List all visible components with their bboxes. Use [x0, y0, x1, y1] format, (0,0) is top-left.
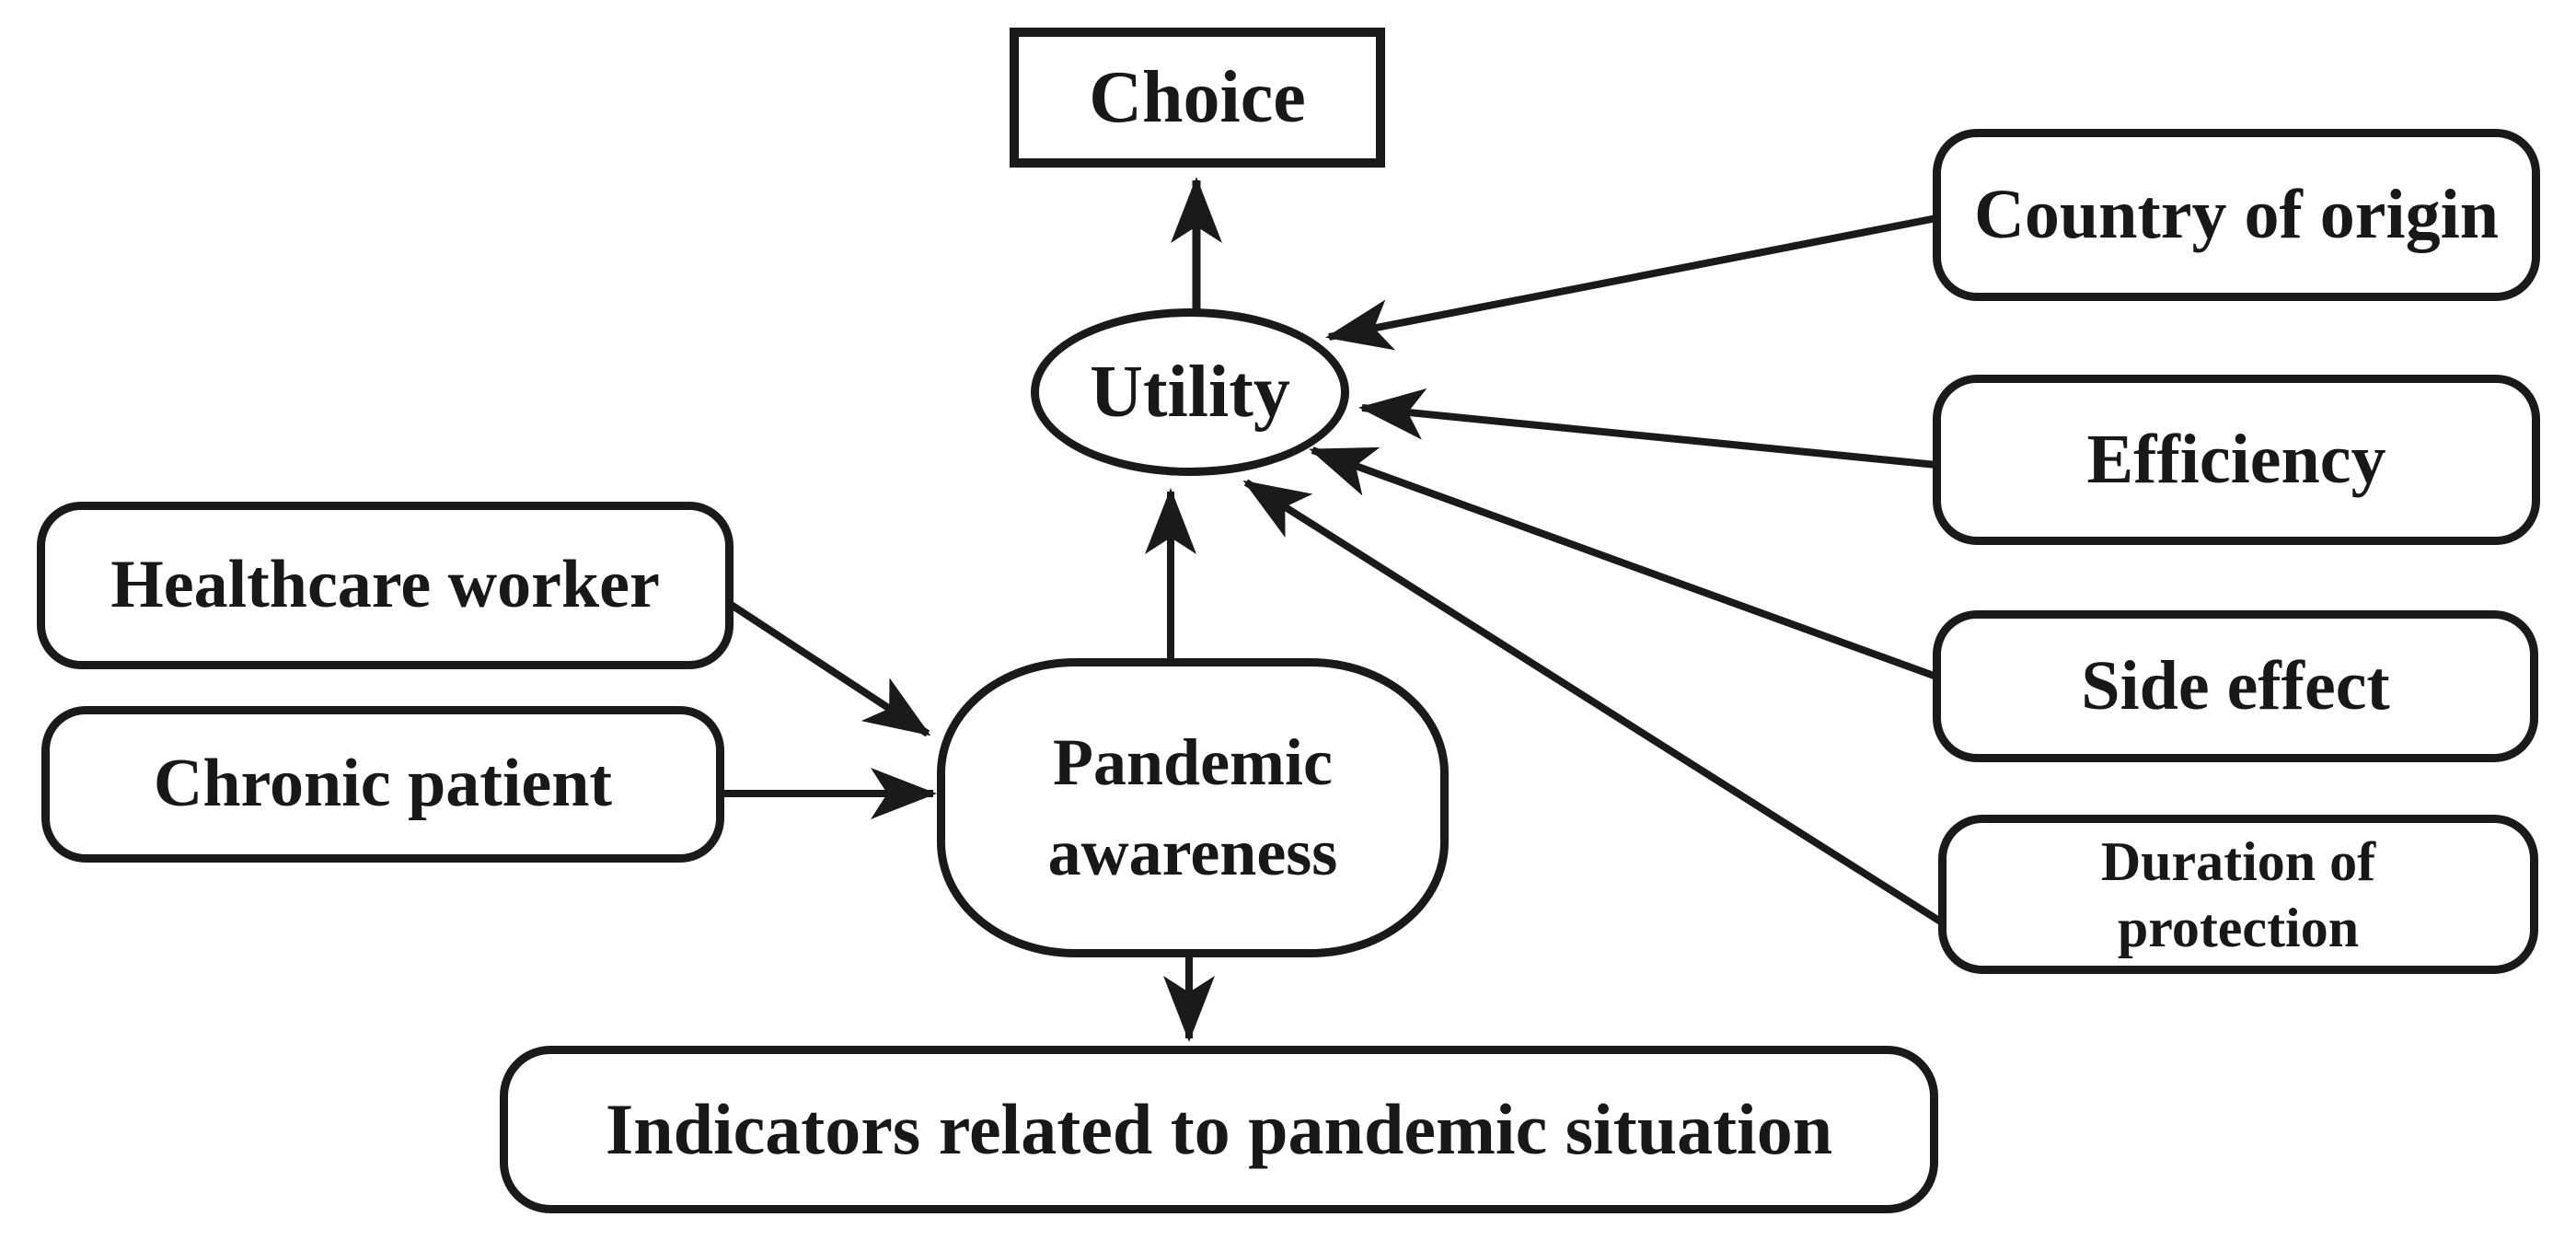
edge-healthcare-worker-to-pandemic-awareness	[727, 600, 931, 737]
node-indicators-label: Indicators related to pandemic situation	[605, 1089, 1833, 1170]
node-efficiency: Efficiency	[1933, 375, 2540, 545]
node-duration-of-protection: Duration of protection	[1938, 815, 2538, 974]
edge-efficiency-to-utility	[1358, 388, 1937, 469]
edge-side-effect-to-utility	[1309, 446, 1938, 680]
node-efficiency-label: Efficiency	[2086, 420, 2386, 498]
node-country-of-origin-label: Country of origin	[1974, 175, 2499, 253]
node-choice-label: Choice	[1089, 57, 1306, 138]
node-indicators: Indicators related to pandemic situation	[500, 1046, 1938, 1213]
node-pandemic-line-1: Pandemic	[1053, 725, 1333, 800]
node-chronic-patient-label: Chronic patient	[153, 746, 613, 822]
node-utility: Utility	[1031, 308, 1349, 476]
edge-country-of-origin-to-utility	[1325, 214, 1937, 351]
node-pandemic-line-2: awareness	[1047, 815, 1338, 889]
node-duration-line-1: Duration of	[2100, 830, 2376, 892]
edge-duration-of-protection-to-utility	[1242, 479, 1945, 926]
node-duration-line-2: protection	[2117, 897, 2360, 958]
node-side-effect: Side effect	[1933, 610, 2538, 762]
node-utility-label: Utility	[1090, 352, 1290, 433]
node-healthcare-worker: Healthcare worker	[37, 502, 734, 669]
node-pandemic-awareness: Pandemic awareness	[937, 658, 1449, 957]
node-choice: Choice	[1010, 28, 1385, 168]
node-side-effect-label: Side effect	[2081, 646, 2390, 724]
node-chronic-patient: Chronic patient	[41, 706, 724, 863]
node-country-of-origin: Country of origin	[1933, 129, 2540, 301]
node-healthcare-worker-label: Healthcare worker	[110, 547, 660, 623]
